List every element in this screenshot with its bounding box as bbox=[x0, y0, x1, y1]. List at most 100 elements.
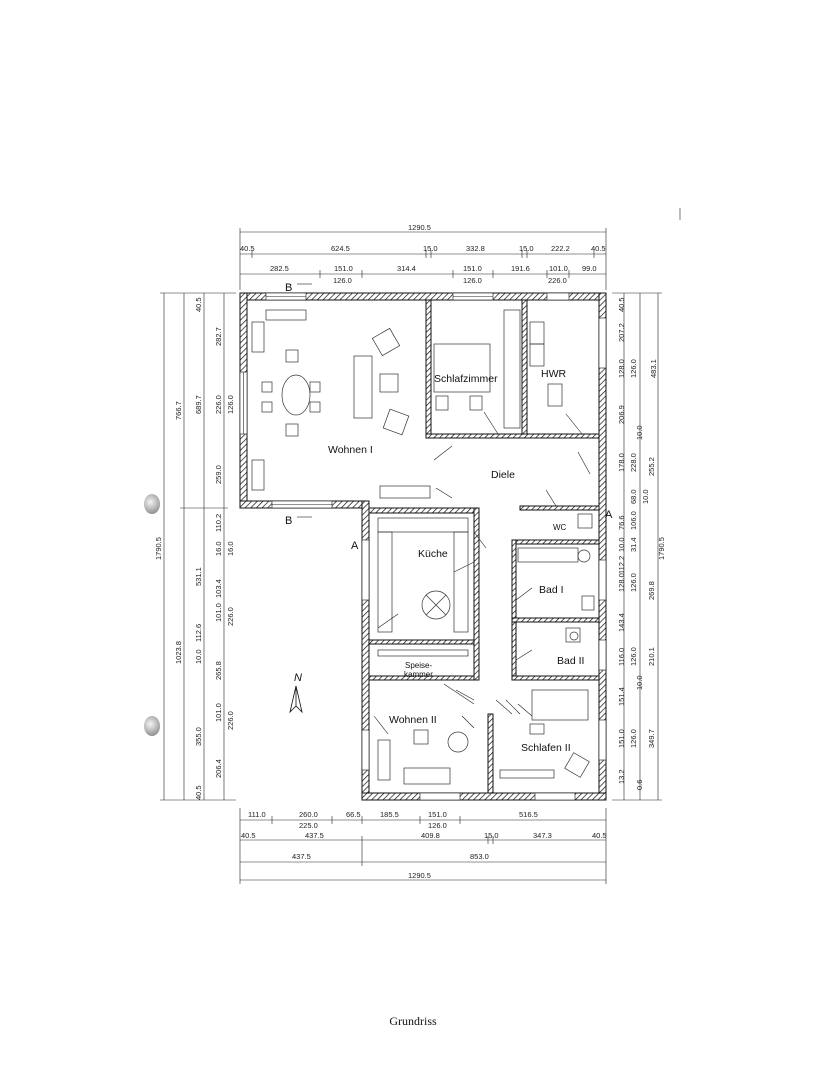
dim-right-14: 10.0 bbox=[617, 537, 626, 552]
dim-left-6: 16.0 bbox=[214, 541, 223, 556]
dim-top-r3-2: 226.0 bbox=[548, 276, 567, 285]
dim-right-8: 255.2 bbox=[647, 457, 656, 476]
dim-right-11: 76.6 bbox=[617, 515, 626, 530]
dim-top-r1-4: 15.0 bbox=[519, 244, 534, 253]
dim-right-17: 126.0 bbox=[629, 573, 638, 592]
doors bbox=[373, 411, 591, 735]
dim-right-24: 151.4 bbox=[617, 687, 626, 706]
section-mark-b-top: B bbox=[285, 282, 292, 294]
dim-right-3: 126.0 bbox=[629, 359, 638, 378]
dim-top-r2-6: 99.0 bbox=[582, 264, 597, 273]
furniture bbox=[251, 309, 595, 785]
dim-left-0: 40.5 bbox=[194, 297, 203, 312]
dim-bottom-r4-0: 437.5 bbox=[292, 852, 311, 861]
dimension-text-left: 1790.5 766.7 689.7 1023.8 531.1 40.5 282… bbox=[154, 297, 235, 800]
dim-bottom-r1-1: 260.0 bbox=[299, 810, 318, 819]
punch-hole-top bbox=[144, 494, 160, 514]
dim-left-16: 355.0 bbox=[194, 727, 203, 746]
windows bbox=[239, 292, 607, 801]
dim-top-r1-3: 332.8 bbox=[466, 244, 485, 253]
dim-right-27: 349.7 bbox=[647, 729, 656, 748]
dim-right-2: 128.0 bbox=[617, 359, 626, 378]
dim-left-8: 103.4 bbox=[214, 579, 223, 598]
dimension-lines-top bbox=[239, 208, 681, 290]
dim-bottom-overall: 1290.5 bbox=[408, 871, 431, 880]
dimension-text-right: 1790.5 483.1 40.5 207.2 128.0 126.0 206.… bbox=[617, 297, 666, 790]
interior-walls bbox=[368, 299, 600, 794]
section-mark-b-bottom: B bbox=[285, 515, 292, 527]
dim-right-7: 228.0 bbox=[629, 453, 638, 472]
dim-left-12: 112.6 bbox=[194, 624, 203, 642]
room-label-speisekammer-line2: kammer bbox=[404, 670, 433, 679]
section-mark-a-left: A bbox=[351, 540, 359, 552]
dim-bottom-r3-4: 347.3 bbox=[533, 831, 552, 840]
dim-right-28: 13.2 bbox=[617, 769, 626, 784]
room-label-bad-1: Bad I bbox=[539, 584, 564, 596]
dim-left-upper: 766.7 bbox=[174, 401, 183, 420]
dim-bottom-r1-0: 111.0 bbox=[248, 810, 266, 819]
dim-top-r1-2: 15.0 bbox=[423, 244, 438, 253]
dim-left-3: 126.0 bbox=[226, 395, 235, 414]
section-mark-a-right: A bbox=[605, 509, 613, 521]
room-label-kueche: Küche bbox=[418, 548, 448, 560]
dim-left-outer: 1790.5 bbox=[154, 537, 163, 560]
dim-top-r2-5: 101.0 bbox=[549, 264, 568, 273]
dim-bottom-r2-1: 126.0 bbox=[428, 821, 447, 830]
dim-bottom-r1-2: 66.5 bbox=[346, 810, 361, 819]
dim-left-9: 101.0 bbox=[214, 603, 223, 622]
dim-bottom-r2-0: 225.0 bbox=[299, 821, 318, 830]
dim-top-r2-0: 282.5 bbox=[270, 264, 289, 273]
dimension-text-bottom: 111.0 260.0 66.5 185.5 151.0 516.5 225.0… bbox=[241, 810, 607, 880]
dim-left-13: 265.8 bbox=[214, 661, 223, 680]
dimension-lines-left bbox=[160, 292, 236, 801]
dim-left-mid: 531.1 bbox=[194, 567, 203, 586]
dim-left-7: 16.0 bbox=[226, 541, 235, 556]
dim-right-10: 10.0 bbox=[641, 489, 650, 504]
dim-left-10: 226.0 bbox=[226, 607, 235, 626]
dimension-text-top: 1290.5 40.5 624.5 15.0 332.8 15.0 222.2 … bbox=[240, 223, 606, 285]
dim-top-r1-6: 40.5 bbox=[591, 244, 606, 253]
dim-left-1: 282.7 bbox=[214, 327, 223, 346]
room-label-bad-2: Bad II bbox=[557, 655, 584, 667]
dim-bottom-r4-1: 853.0 bbox=[470, 852, 489, 861]
north-arrow-label: N bbox=[294, 672, 302, 684]
dim-left-11: 10.0 bbox=[194, 649, 203, 664]
dim-right-9: 68.0 bbox=[629, 489, 638, 504]
dimension-lines-right bbox=[612, 292, 662, 801]
dim-right-5: 10.0 bbox=[635, 425, 644, 440]
dim-right-23: 10.0 bbox=[635, 675, 644, 690]
dim-left-lower: 1023.8 bbox=[174, 641, 183, 664]
room-label-schlafen-2: Schlafen II bbox=[521, 742, 571, 754]
room-label-wohnen-2: Wohnen II bbox=[389, 714, 437, 726]
dim-right-upper: 483.1 bbox=[649, 359, 658, 378]
dim-bottom-r3-0: 40.5 bbox=[241, 831, 256, 840]
dim-left-2: 226.0 bbox=[214, 395, 223, 414]
dim-right-0: 40.5 bbox=[617, 297, 626, 312]
dimension-lines-bottom bbox=[239, 808, 607, 884]
punch-hole-bottom bbox=[144, 716, 160, 736]
dim-right-25: 151.0 bbox=[617, 729, 626, 748]
dim-right-6: 178.0 bbox=[617, 453, 626, 472]
room-label-schlafzimmer: Schlafzimmer bbox=[434, 373, 498, 385]
dim-top-r3-1: 126.0 bbox=[463, 276, 482, 285]
dim-top-r2-2: 314.4 bbox=[397, 264, 416, 273]
dim-left-18: 40.5 bbox=[194, 785, 203, 800]
dim-right-19: 143.4 bbox=[617, 613, 626, 632]
dim-top-r2-1: 151.0 bbox=[334, 264, 353, 273]
drawing-caption: Grundriss bbox=[389, 1014, 437, 1028]
room-label-hwr: HWR bbox=[541, 368, 566, 380]
room-labels: Wohnen I Schlafzimmer HWR Diele Küche WC… bbox=[328, 368, 584, 754]
dim-right-4: 206.9 bbox=[617, 405, 626, 424]
dim-left-4: 259.0 bbox=[214, 465, 223, 484]
dim-right-22: 210.1 bbox=[647, 647, 656, 666]
dim-right-18: 269.8 bbox=[647, 581, 656, 600]
dim-top-r2-4: 191.6 bbox=[511, 264, 530, 273]
dim-left-upper-inner: 689.7 bbox=[194, 395, 203, 414]
dim-right-12: 106.0 bbox=[629, 511, 638, 530]
dim-bottom-r3-1: 437.5 bbox=[305, 831, 324, 840]
dim-top-r1-5: 222.2 bbox=[551, 244, 570, 253]
dim-bottom-r3-2: 409.8 bbox=[421, 831, 440, 840]
dim-top-overall: 1290.5 bbox=[408, 223, 431, 232]
section-marks: B B A A bbox=[285, 282, 613, 552]
